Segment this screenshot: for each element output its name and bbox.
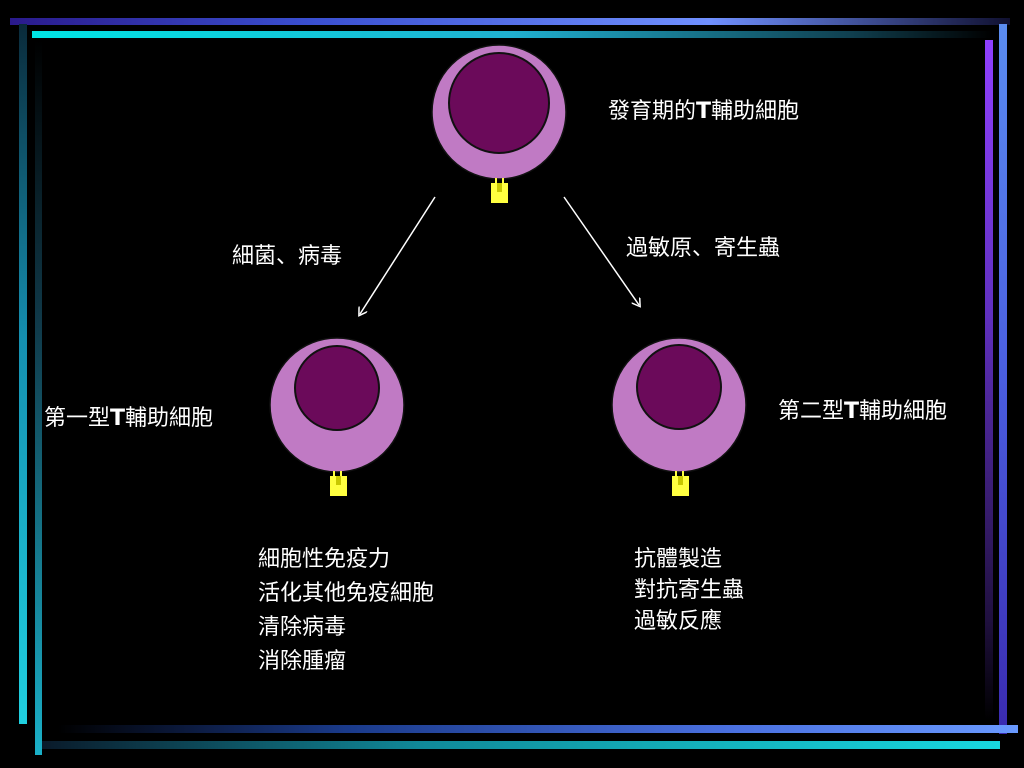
list-item: 清除病毒: [258, 615, 347, 640]
th2-label: 第二型T輔助細胞: [778, 399, 948, 424]
frame-bar-left-inner: [35, 40, 42, 755]
receptor-icon: [491, 178, 508, 203]
list-item: 細胞性免疫力: [258, 547, 391, 572]
list-item: 抗體製造: [634, 547, 723, 572]
arrow-to-th1: [360, 196, 436, 314]
developing-t-helper-cell: [431, 44, 567, 203]
list-item: 活化其他免疫細胞: [258, 581, 435, 606]
frame-bar-top-inner: [32, 31, 992, 38]
th1-label: 第一型T輔助細胞: [44, 406, 214, 431]
receptor-icon: [672, 471, 689, 496]
th2-function-list: 抗體製造 對抗寄生蟲 過敏反應: [634, 544, 744, 637]
bacteria-virus-label: 細菌、病毒: [232, 244, 343, 269]
list-item: 過敏反應: [634, 609, 723, 634]
allergen-parasite-label: 過敏原、寄生蟲: [626, 236, 781, 261]
frame-bar-bottom-inner: [58, 725, 1018, 733]
frame-bar-left-outer: [19, 24, 27, 724]
list-item: 消除腫瘤: [258, 649, 347, 674]
arrow-to-th2: [563, 196, 639, 305]
list-item: 對抗寄生蟲: [634, 578, 745, 603]
th1-cell: [269, 337, 405, 496]
frame-bar-right-inner: [985, 40, 993, 720]
frame-bar-right-outer: [999, 24, 1007, 734]
developing-cell-label: 發育期的T輔助細胞: [608, 99, 800, 124]
receptor-icon: [330, 471, 347, 496]
frame-bar-top-outer: [10, 18, 1010, 25]
th1-function-list: 細胞性免疫力 活化其他免疫細胞 清除病毒 消除腫瘤: [258, 543, 434, 679]
frame-bar-bottom-outer: [42, 741, 1000, 749]
th2-cell: [611, 337, 747, 496]
